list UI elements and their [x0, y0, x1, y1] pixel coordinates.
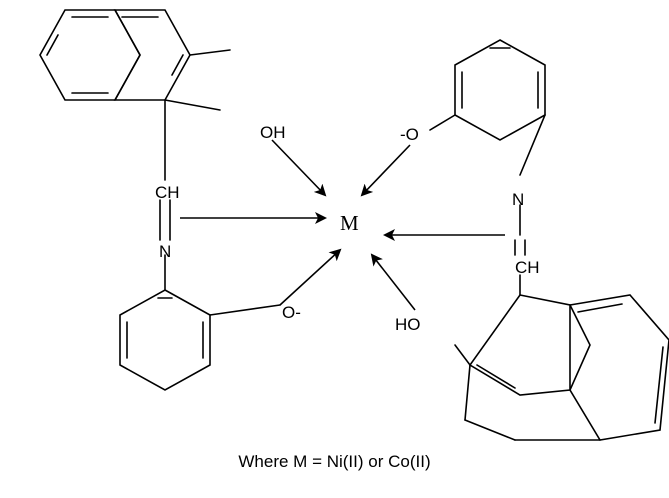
ch-label-left: CH: [155, 183, 180, 202]
metal-label: M: [340, 211, 359, 235]
imine-left: [159, 99, 171, 291]
n-label-left: N: [159, 242, 171, 261]
arrow-o-top-right: [360, 144, 411, 197]
ch-label-right: CH: [515, 258, 540, 277]
imine-right: [514, 204, 526, 296]
coordination-bonds: [180, 139, 505, 311]
phenyl-top-right: [429, 39, 546, 176]
o-minus-label-top-right: -O: [400, 125, 419, 144]
oh-label-top-left: OH: [260, 123, 286, 142]
arrow-ho-bottom-right: [370, 253, 416, 311]
naphthalene-top-left: [39, 9, 231, 111]
n-label-right: N: [512, 190, 524, 209]
phenyl-bottom-left: [119, 289, 281, 391]
ho-label-bottom-right: HO: [395, 315, 421, 334]
arrow-oh-top-left: [271, 139, 327, 197]
arrow-o-bottom-left: [279, 248, 342, 306]
o-minus-label-bottom-left: O-: [282, 303, 301, 322]
caption: Where M = Ni(II) or Co(II): [238, 452, 431, 471]
naphthalene-bottom-right: [454, 294, 669, 441]
